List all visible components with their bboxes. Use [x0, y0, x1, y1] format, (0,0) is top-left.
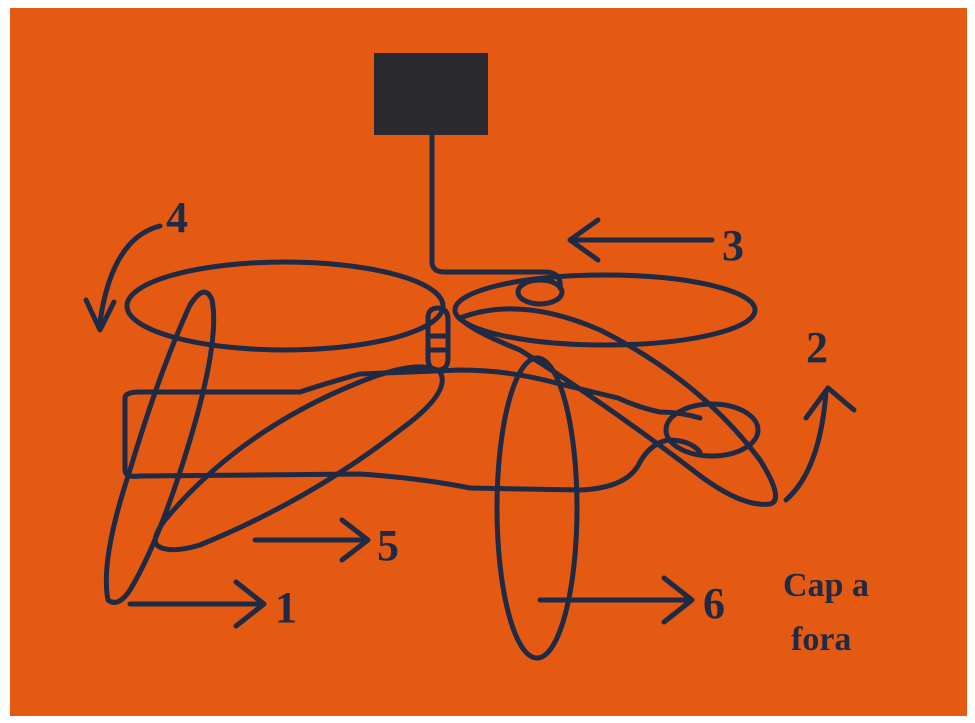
- step-1-label: 1: [275, 583, 297, 632]
- arrow-2-head: [806, 388, 854, 418]
- twist-loop: [518, 280, 562, 304]
- step-2-label: 2: [806, 323, 828, 372]
- step-6-label: 6: [703, 579, 725, 628]
- tall-left-loop: [106, 292, 213, 602]
- step-3-label: 3: [722, 221, 744, 270]
- step-4-label: 4: [166, 193, 188, 242]
- main-line: [432, 135, 560, 288]
- step-5-label: 5: [377, 521, 399, 570]
- tall-vertical-loop: [497, 358, 577, 658]
- caption-line-2: fora: [791, 621, 851, 658]
- arrow-2-shaft: [786, 392, 826, 500]
- hook-eye: [666, 404, 758, 456]
- weight-block: [374, 53, 488, 135]
- center-binding-wrap: [428, 336, 448, 350]
- caption-line-1: Cap a: [783, 567, 869, 604]
